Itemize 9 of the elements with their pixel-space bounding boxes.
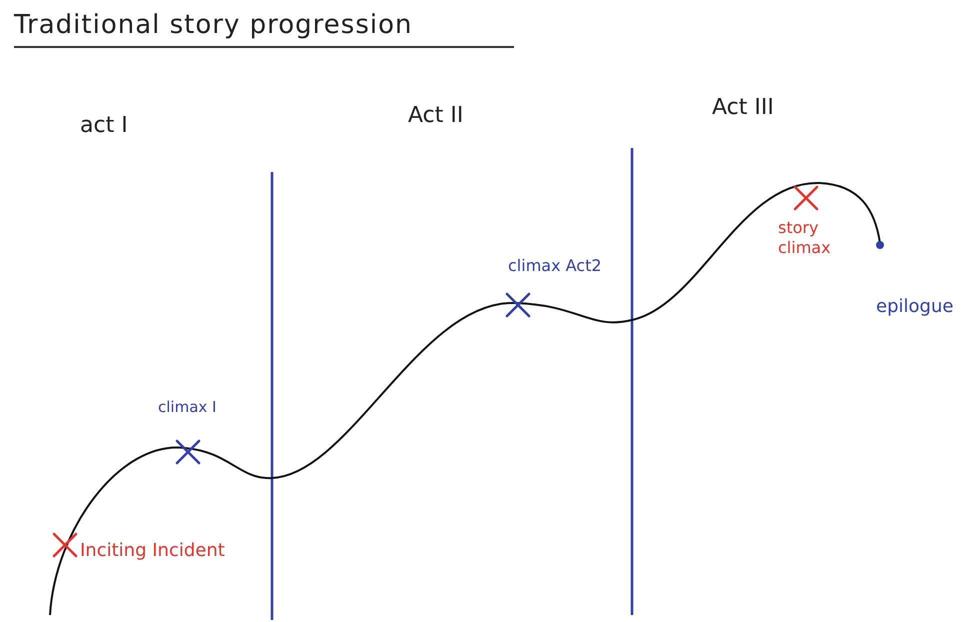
annotation-label: Act III [712,94,774,122]
annotation-label: Act II [408,102,464,130]
annotation-label: act I [80,112,128,140]
annotation-label: story climax [778,218,832,258]
annotation-label: climax I [158,398,216,417]
annotation-label: Inciting Incident [80,540,225,562]
annotation-label: epilogue [876,296,954,318]
title: Traditional story progression [14,10,514,48]
annotation-label: climax Act2 [508,256,602,276]
